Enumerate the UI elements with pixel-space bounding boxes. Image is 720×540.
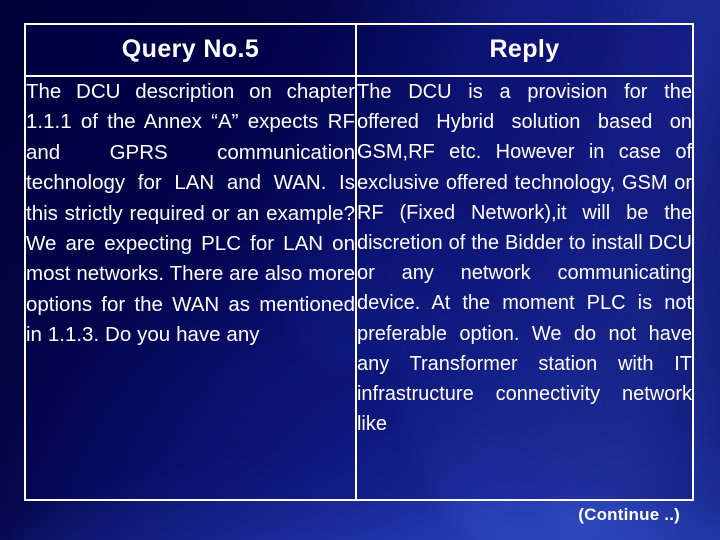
query-reply-table: Query No.5 Reply The DCU description on … bbox=[24, 23, 695, 501]
header-cell-reply: Reply bbox=[354, 23, 695, 77]
table-row: The DCU description on chapter 1.1.1 of … bbox=[24, 75, 695, 501]
reply-cell: The DCU is a provision for the offered H… bbox=[354, 75, 695, 501]
table-header-row: Query No.5 Reply bbox=[24, 23, 695, 77]
query-cell: The DCU description on chapter 1.1.1 of … bbox=[24, 75, 357, 501]
reply-column-heading: Reply bbox=[489, 35, 560, 64]
query-column-heading: Query No.5 bbox=[121, 35, 260, 64]
reply-text: The DCU is a provision for the offered H… bbox=[356, 81, 692, 436]
query-text: The DCU description on chapter 1.1.1 of … bbox=[26, 80, 355, 347]
continue-note: (Continue ..) bbox=[578, 505, 680, 524]
header-cell-query: Query No.5 bbox=[24, 23, 357, 77]
